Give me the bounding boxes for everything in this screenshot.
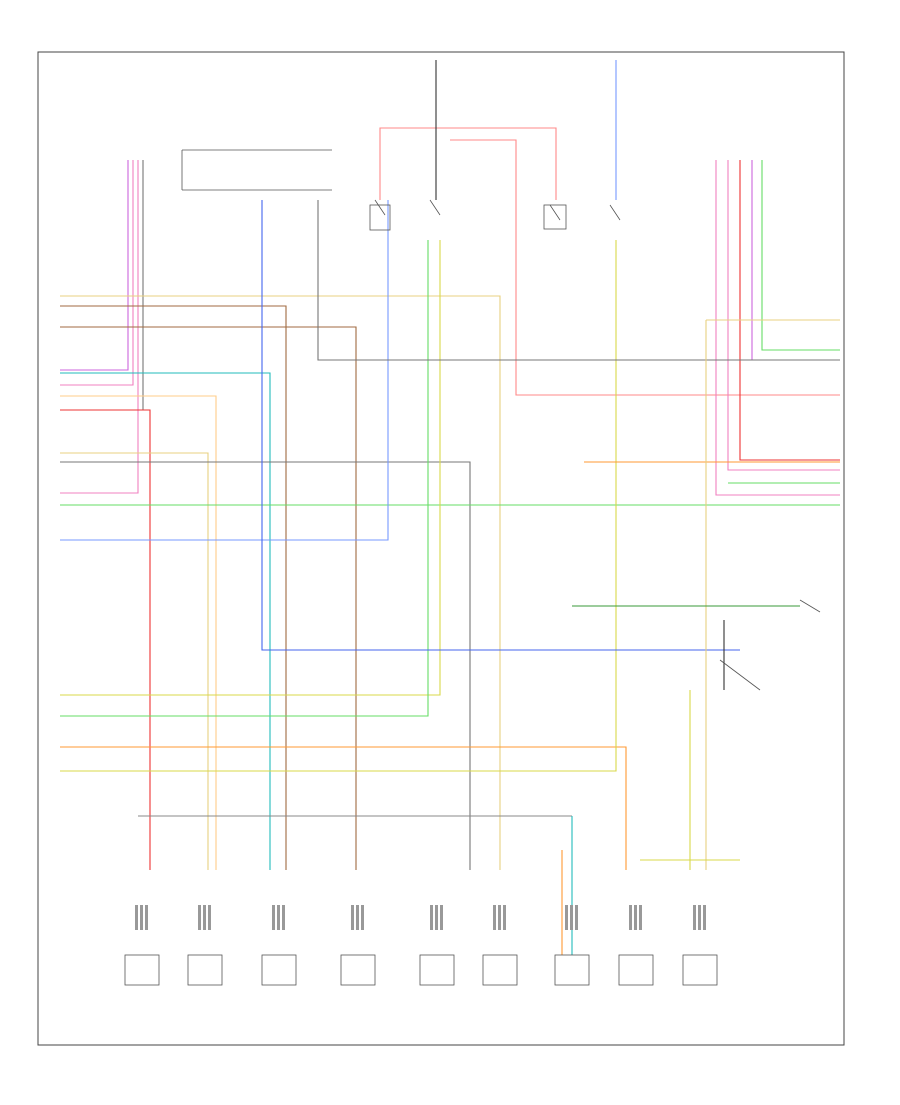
connector-pin [282, 905, 285, 930]
component-body [261, 954, 297, 986]
wire-sensor-pink-low [60, 160, 139, 494]
connector-pin [203, 905, 206, 930]
wire-layer [60, 60, 840, 960]
connector-pin [356, 905, 359, 930]
connector-pin [277, 905, 280, 930]
bottom-connector-1 [124, 905, 160, 986]
wire-h6-red [60, 409, 151, 870]
bottom-connector-5 [419, 905, 455, 986]
bottom-connector-6 [482, 905, 518, 986]
wire-h5-orange [60, 395, 217, 870]
connector-pin [135, 905, 138, 930]
component-body [340, 954, 376, 986]
connector-pin [361, 905, 364, 930]
component-body [124, 954, 160, 986]
connector-pin [440, 905, 443, 930]
component-body [419, 954, 455, 986]
connector-pin [575, 905, 578, 930]
wire-right-pink1 [715, 160, 840, 496]
relay-switch-4 [609, 204, 621, 221]
connector-pin [140, 905, 143, 930]
wire-h3-brown [60, 326, 357, 870]
connector-pin [503, 905, 506, 930]
component-body [187, 954, 223, 986]
wire-right-pink2 [727, 160, 840, 471]
wire-h1-tan [60, 295, 501, 870]
wire-power-feed [379, 127, 557, 200]
connector-pin [208, 905, 211, 930]
connector-pin [351, 905, 354, 930]
connector-pin [693, 905, 696, 930]
connector-pin [435, 905, 438, 930]
connector-pin [629, 905, 632, 930]
connector-pin [198, 905, 201, 930]
connector-pin [698, 905, 701, 930]
component-body [682, 954, 718, 986]
transmission-range-switch [181, 149, 332, 191]
wire-h13-orange [60, 746, 627, 870]
wire-h14-yellow [60, 240, 617, 772]
diagram-frame [37, 51, 845, 1046]
component-body [618, 954, 654, 986]
top-component-layer [181, 149, 821, 691]
component-body [554, 954, 590, 986]
bottom-connector-8 [618, 905, 654, 986]
wire-h4-teal [60, 372, 271, 870]
bottom-connector-4 [340, 905, 376, 986]
wire-h10-blue [60, 200, 389, 541]
connector-pin [493, 905, 496, 930]
wire-h12-green [60, 240, 429, 717]
connector-pin [703, 905, 706, 930]
wire-h11-yellow [60, 240, 441, 696]
connector-pin [570, 905, 573, 930]
wire-h2-brown [60, 305, 287, 870]
connector-pin [430, 905, 433, 930]
connector-pin [272, 905, 275, 930]
connector-pin [145, 905, 148, 930]
relay-switch-3 [543, 204, 567, 230]
wire-right-green [761, 160, 840, 351]
right-switch [719, 599, 821, 691]
connector-pin [639, 905, 642, 930]
relay-switch-1 [369, 199, 391, 231]
wire-sensor-pink [60, 160, 134, 386]
relay-switch-2 [429, 199, 441, 216]
component-body [482, 954, 518, 986]
bottom-connector-2 [187, 905, 223, 986]
wire-h7-tan [60, 452, 209, 870]
wire-h8-gray [60, 461, 471, 870]
bottom-connector-7 [554, 905, 590, 986]
wire-right-red [739, 160, 840, 461]
wire-relay-split [450, 139, 840, 396]
wire-blue-long [261, 200, 740, 651]
bottom-connector-3 [261, 905, 297, 986]
connector-pin [634, 905, 637, 930]
connector-pin [565, 905, 568, 930]
wire-right-gray [317, 200, 840, 361]
bottom-connector-9 [682, 905, 718, 986]
wire-sensor-violet [60, 160, 129, 371]
bottom-component-layer [124, 905, 718, 986]
connector-pin [498, 905, 501, 930]
